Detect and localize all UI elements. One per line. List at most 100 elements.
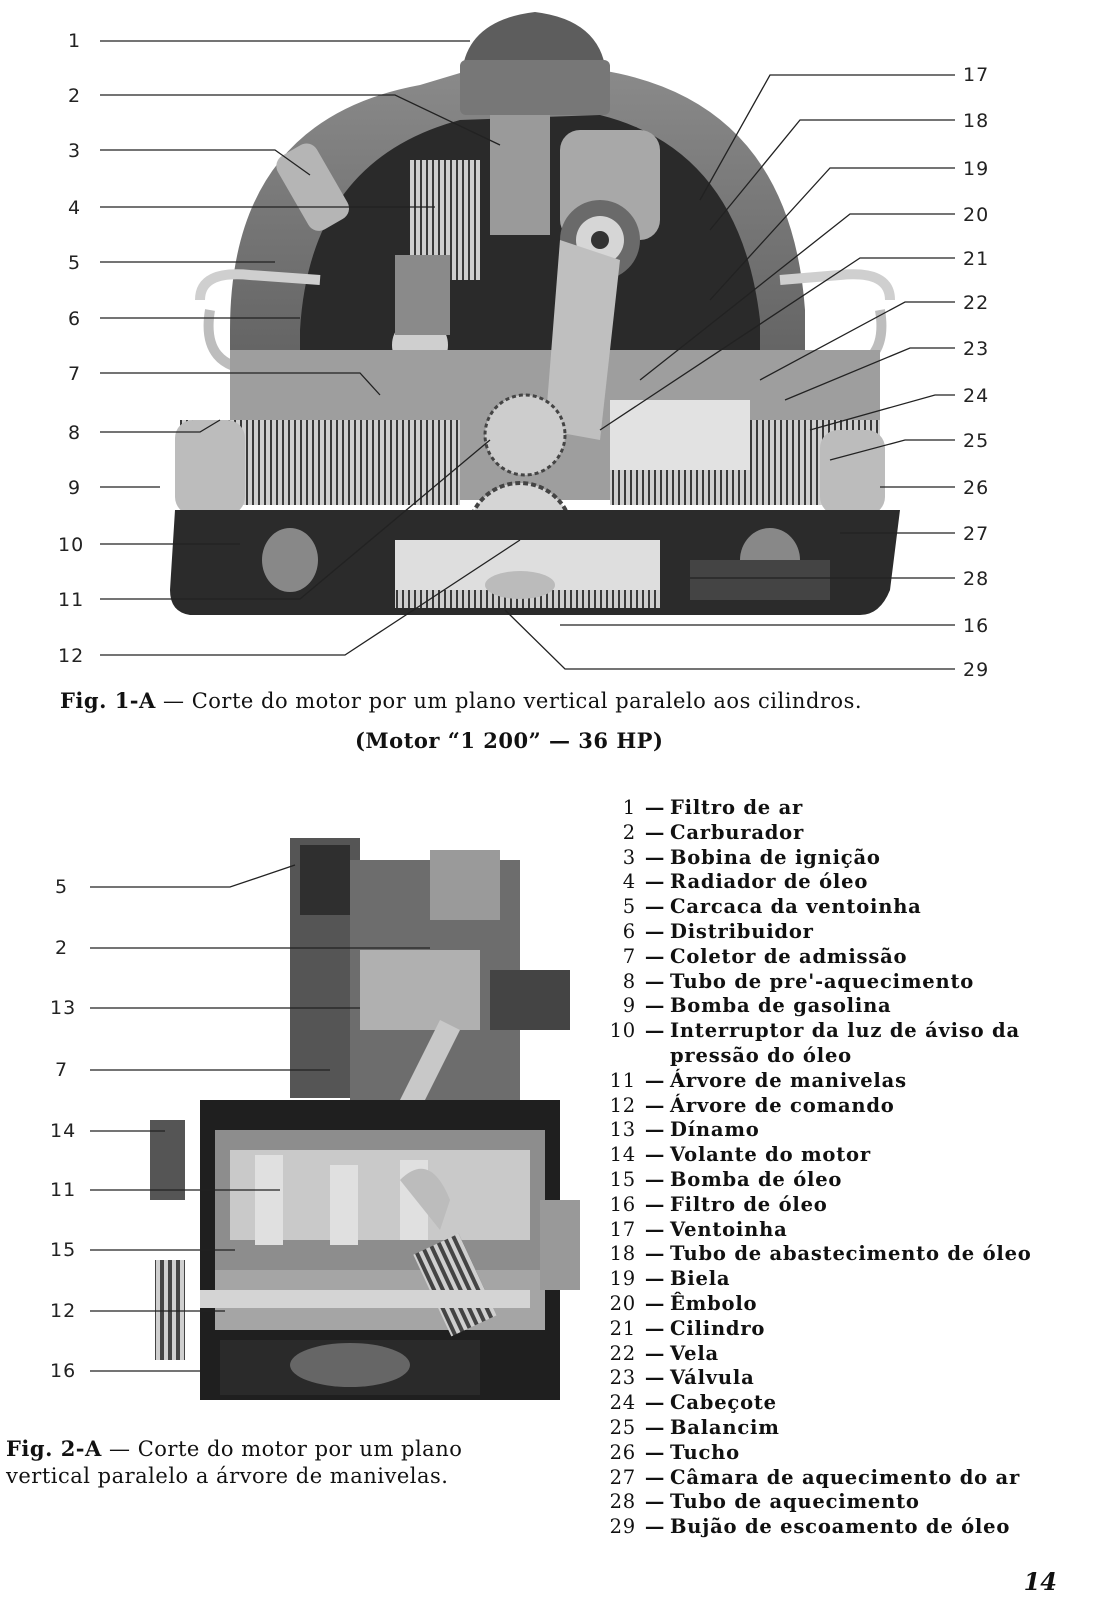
legend-item-label: Filtro de ar <box>670 796 804 819</box>
fig1-label-11: 11 <box>58 589 85 611</box>
legend-item-dash: — <box>644 994 666 1018</box>
legend-item-number: 1 <box>622 796 636 819</box>
legend-item-number: 3 <box>622 845 636 869</box>
legend-item-label: Interruptor da luz de áviso da pressão d… <box>670 1019 1020 1067</box>
legend-item-label: Vela <box>670 1341 719 1365</box>
fig1-label-6: 6 <box>68 308 82 330</box>
legend-item: 23—Válvula <box>600 1366 1090 1391</box>
legend-item: 29—Bujão de escoamento de óleo <box>600 1515 1090 1540</box>
legend-item: 18 —Tubo de abastecimento de óleo <box>600 1242 1090 1267</box>
legend-item-label: Carburador <box>670 820 805 844</box>
legend-item-dash: — <box>644 820 666 844</box>
fig2-label-12: 12 <box>50 1300 77 1322</box>
legend-item: 26—Tucho <box>600 1441 1090 1466</box>
legend-item-dash: — <box>644 969 666 993</box>
legend-item-label: Câmara de aquecimento do ar <box>670 1465 1021 1489</box>
legend-item-number: 13 <box>609 1118 636 1142</box>
fig2-label-7: 7 <box>55 1059 69 1081</box>
legend-item-number: 19 <box>609 1267 636 1291</box>
fig1-label-29: 29 <box>963 659 990 681</box>
fig1-label-5: 5 <box>68 252 82 274</box>
legend-item-dash: — <box>644 1068 666 1092</box>
legend-item-number: 12 <box>609 1093 636 1117</box>
legend-item-number: 4 <box>622 870 636 894</box>
legend-item-label: Bujão de escoamento de óleo <box>670 1515 1011 1539</box>
legend-item-number: 9 <box>622 994 636 1018</box>
engine-crosssection-drawing-2a <box>90 838 580 1400</box>
legend-item-number: 17 <box>609 1217 636 1241</box>
fig1-caption: Fig. 1-A — Corte do motor por um plano v… <box>60 688 1060 713</box>
fig2-caption-line1: Fig. 2-A — Corte do motor por um plano <box>6 1436 462 1461</box>
fig2-caption-label: Fig. 2-A <box>6 1436 102 1461</box>
legend-item-label: Êmbolo <box>670 1291 758 1315</box>
fig1-leader-lines <box>100 40 521 656</box>
legend-item: 14—Volante do motor <box>600 1143 1090 1168</box>
legend-item: 21—Cilindro <box>600 1317 1090 1342</box>
legend-item: 9—Bomba de gasolina <box>600 994 1090 1019</box>
fig1-label-10: 10 <box>58 534 85 556</box>
legend-item-number: 18 <box>609 1242 636 1266</box>
legend-item-number: 2 <box>622 820 636 844</box>
legend-item-dash: — <box>644 1242 666 1266</box>
legend-item-label: Dínamo <box>670 1118 760 1142</box>
legend-item: 8—Tubo de pre'-aquecimento <box>600 970 1090 995</box>
legend-item-number: 21 <box>609 1316 636 1340</box>
fig1-label-28: 28 <box>963 568 990 590</box>
fig1-label-9: 9 <box>68 477 82 499</box>
legend-item-number: 28 <box>609 1490 636 1514</box>
legend-item-dash: — <box>644 1366 666 1390</box>
fig1-label-2: 2 <box>68 85 82 107</box>
legend-item-dash: — <box>644 1316 666 1340</box>
legend-item: 11—Árvore de manivelas <box>600 1069 1090 1094</box>
legend-item-dash: — <box>644 1341 666 1365</box>
legend-item-number: 27 <box>609 1465 636 1489</box>
legend-item-dash: — <box>644 1465 666 1489</box>
legend-item-dash: — <box>644 895 666 919</box>
legend-item-dash: — <box>644 1490 666 1514</box>
legend-item-label: Tucho <box>670 1440 740 1464</box>
legend-item-label: Tubo de abastecimento de óleo <box>670 1242 1032 1266</box>
legend-item-number: 22 <box>609 1341 636 1365</box>
legend-item-label: Ventoinha <box>670 1217 788 1241</box>
figure-1a: 1 2 3 4 5 6 7 8 9 10 11 12 17 18 19 20 2… <box>0 0 1101 690</box>
legend-item-label: Balancim <box>670 1415 780 1439</box>
legend-item-dash: — <box>644 1118 666 1142</box>
legend-item-label: Distribuidor <box>670 919 814 943</box>
fig2-caption-line2: vertical paralelo a árvore de manivelas. <box>6 1464 449 1488</box>
legend-item: 27 —Câmara de aquecimento do ar <box>600 1466 1090 1491</box>
fig2-label-5: 5 <box>55 876 69 898</box>
fig2-label-15: 15 <box>50 1239 77 1261</box>
fig2-label-11: 11 <box>50 1179 77 1201</box>
legend-item-dash: — <box>644 845 666 869</box>
legend-item-dash: — <box>644 1415 666 1439</box>
fig1-label-25: 25 <box>963 430 990 452</box>
fig1-label-8: 8 <box>68 422 82 444</box>
legend-item-label: Carcaca da ventoinha <box>670 895 922 919</box>
legend-item: 15—Bomba de óleo <box>600 1168 1090 1193</box>
legend-item: 3—Bobina de ignição <box>600 846 1090 871</box>
fig1-label-4: 4 <box>68 197 82 219</box>
legend-item: 1—Filtro de ar <box>600 796 1090 821</box>
legend-item-number: 10 <box>609 1019 636 1043</box>
legend-item-number: 14 <box>609 1143 636 1167</box>
legend-item-label: Filtro de óleo <box>670 1192 828 1216</box>
legend-item: 24—Cabeçote <box>600 1391 1090 1416</box>
fig1-label-1: 1 <box>68 30 82 52</box>
fig1-caption-label: Fig. 1-A <box>60 688 156 713</box>
legend-item: 12—Árvore de comando <box>600 1094 1090 1119</box>
legend-item-dash: — <box>644 1019 666 1043</box>
legend-item: 25—Balancim <box>600 1416 1090 1441</box>
legend-item-label: Tubo de aquecimento <box>670 1490 920 1514</box>
legend-item: 4—Radiador de óleo <box>600 870 1090 895</box>
fig1-label-24: 24 <box>963 385 990 407</box>
legend-item: 28 —Tubo de aquecimento <box>600 1490 1090 1515</box>
legend-item-dash: — <box>644 1440 666 1464</box>
legend-item-label: Coletor de admissão <box>670 944 908 968</box>
legend-item: 17—Ventoinha <box>600 1218 1090 1243</box>
legend-item-label: Árvore de comando <box>670 1093 895 1117</box>
fig1-label-7: 7 <box>68 363 82 385</box>
fig1-caption-sub: (Motor “1 200” — 36 HP) <box>355 728 664 753</box>
legend-item-number: 7 <box>622 944 636 968</box>
legend-item-label: Bomba de óleo <box>670 1167 843 1191</box>
fig1-label-3: 3 <box>68 140 82 162</box>
